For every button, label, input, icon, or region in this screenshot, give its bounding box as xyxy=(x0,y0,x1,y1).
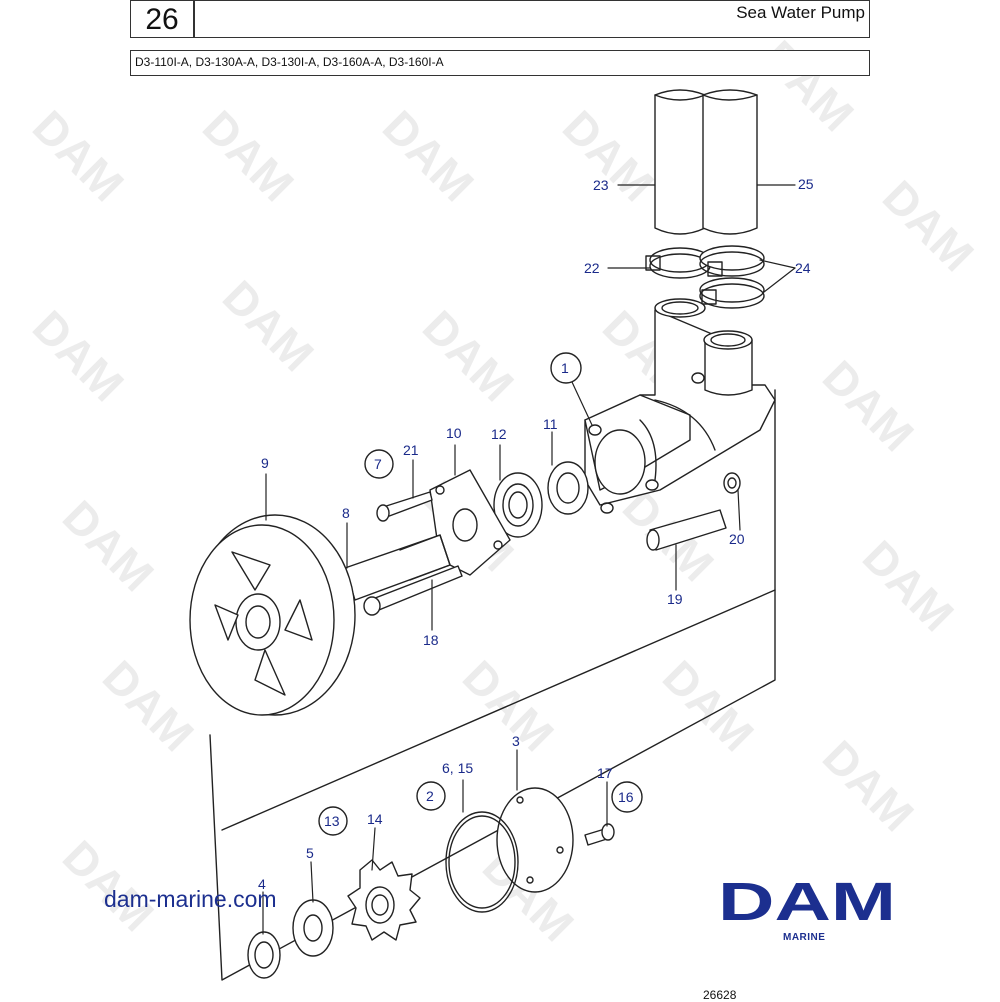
callout-ring-13 xyxy=(318,806,348,836)
cover-3 xyxy=(496,787,574,893)
callout-9: 9 xyxy=(261,455,269,471)
callout-16: 16 xyxy=(618,789,634,805)
website-link[interactable]: dam-marine.com xyxy=(104,886,277,912)
washer-20 xyxy=(723,472,741,494)
screw-18 xyxy=(363,565,463,616)
watermark: DAM xyxy=(753,30,864,141)
hose-clamp-24b xyxy=(699,277,765,309)
callout-12: 12 xyxy=(491,426,507,442)
watermark: DAM xyxy=(553,100,664,211)
callout-ring-2 xyxy=(416,781,446,811)
callout-3: 3 xyxy=(512,733,520,749)
watermark: DAM xyxy=(23,100,134,211)
watermark: DAM xyxy=(813,350,924,461)
title-box: Sea Water Pump xyxy=(194,0,870,38)
page-title: Sea Water Pump xyxy=(736,3,865,22)
washer-5 xyxy=(292,899,334,957)
leader-lines xyxy=(262,184,796,935)
callout-1: 1 xyxy=(561,360,569,376)
callout-8: 8 xyxy=(342,505,350,521)
watermark: DAM xyxy=(93,650,204,761)
hose-clamp-24a xyxy=(699,245,765,277)
page-number-box: 26 xyxy=(130,0,194,38)
callout-14: 14 xyxy=(367,811,383,827)
callout-4: 4 xyxy=(258,876,266,892)
pulley-9 xyxy=(189,514,356,716)
callout-10: 10 xyxy=(446,425,462,441)
callout-6-15: 6, 15 xyxy=(442,760,473,776)
page-number: 26 xyxy=(145,3,179,36)
callout-19: 19 xyxy=(667,591,683,607)
watermark: DAM xyxy=(23,300,134,411)
logo-text: DAM xyxy=(718,876,896,932)
models-box: D3-110I-A, D3-130A-A, D3-130I-A, D3-160A… xyxy=(130,50,870,76)
watermark: DAM xyxy=(413,300,524,411)
callout-13: 13 xyxy=(324,813,340,829)
impeller-14 xyxy=(347,859,421,941)
watermark: DAM xyxy=(213,270,324,381)
callout-ring-1 xyxy=(550,352,582,384)
watermark: DAM xyxy=(813,730,924,841)
callout-2: 2 xyxy=(426,788,434,804)
callout-7: 7 xyxy=(374,456,382,472)
watermark: DAM xyxy=(373,100,484,211)
callout-24: 24 xyxy=(795,260,811,276)
callout-18: 18 xyxy=(423,632,439,648)
seal-11 xyxy=(547,461,589,515)
watermark: DAM xyxy=(193,100,304,211)
watermark: DAM xyxy=(53,490,164,601)
callout-21: 21 xyxy=(403,442,419,458)
dam-logo: DAM xyxy=(718,876,896,932)
callout-23: 23 xyxy=(593,177,609,193)
callout-20: 20 xyxy=(729,531,745,547)
watermark: DAM xyxy=(853,530,964,641)
o-ring-6-15 xyxy=(445,811,519,913)
washer-4 xyxy=(247,931,281,979)
callout-11: 11 xyxy=(543,416,558,432)
screw-17 xyxy=(584,823,615,846)
bearing-12 xyxy=(493,472,543,538)
callout-ring-7 xyxy=(364,449,394,479)
callout-5: 5 xyxy=(306,845,314,861)
hose-25 xyxy=(702,89,758,235)
callout-ring-16 xyxy=(611,781,643,813)
callout-22: 22 xyxy=(584,260,600,276)
engine-models: D3-110I-A, D3-130A-A, D3-130I-A, D3-160A… xyxy=(135,55,444,69)
hose-clamp-22 xyxy=(645,247,711,279)
watermark: DAM xyxy=(653,650,764,761)
drawing-reference: 26628 xyxy=(703,988,737,1002)
callout-labels: 1 2 3 4 5 6, 15 7 8 9 10 11 12 13 14 16 … xyxy=(258,176,814,892)
watermark: DAM xyxy=(873,170,984,281)
callout-25: 25 xyxy=(798,176,814,192)
pin-19 xyxy=(646,509,727,551)
logo-subtext: MARINE xyxy=(783,932,826,943)
assembly-frame-line xyxy=(221,589,776,831)
callout-17: 17 xyxy=(597,765,613,781)
hose-23 xyxy=(654,89,706,235)
pump-housing xyxy=(584,298,776,514)
